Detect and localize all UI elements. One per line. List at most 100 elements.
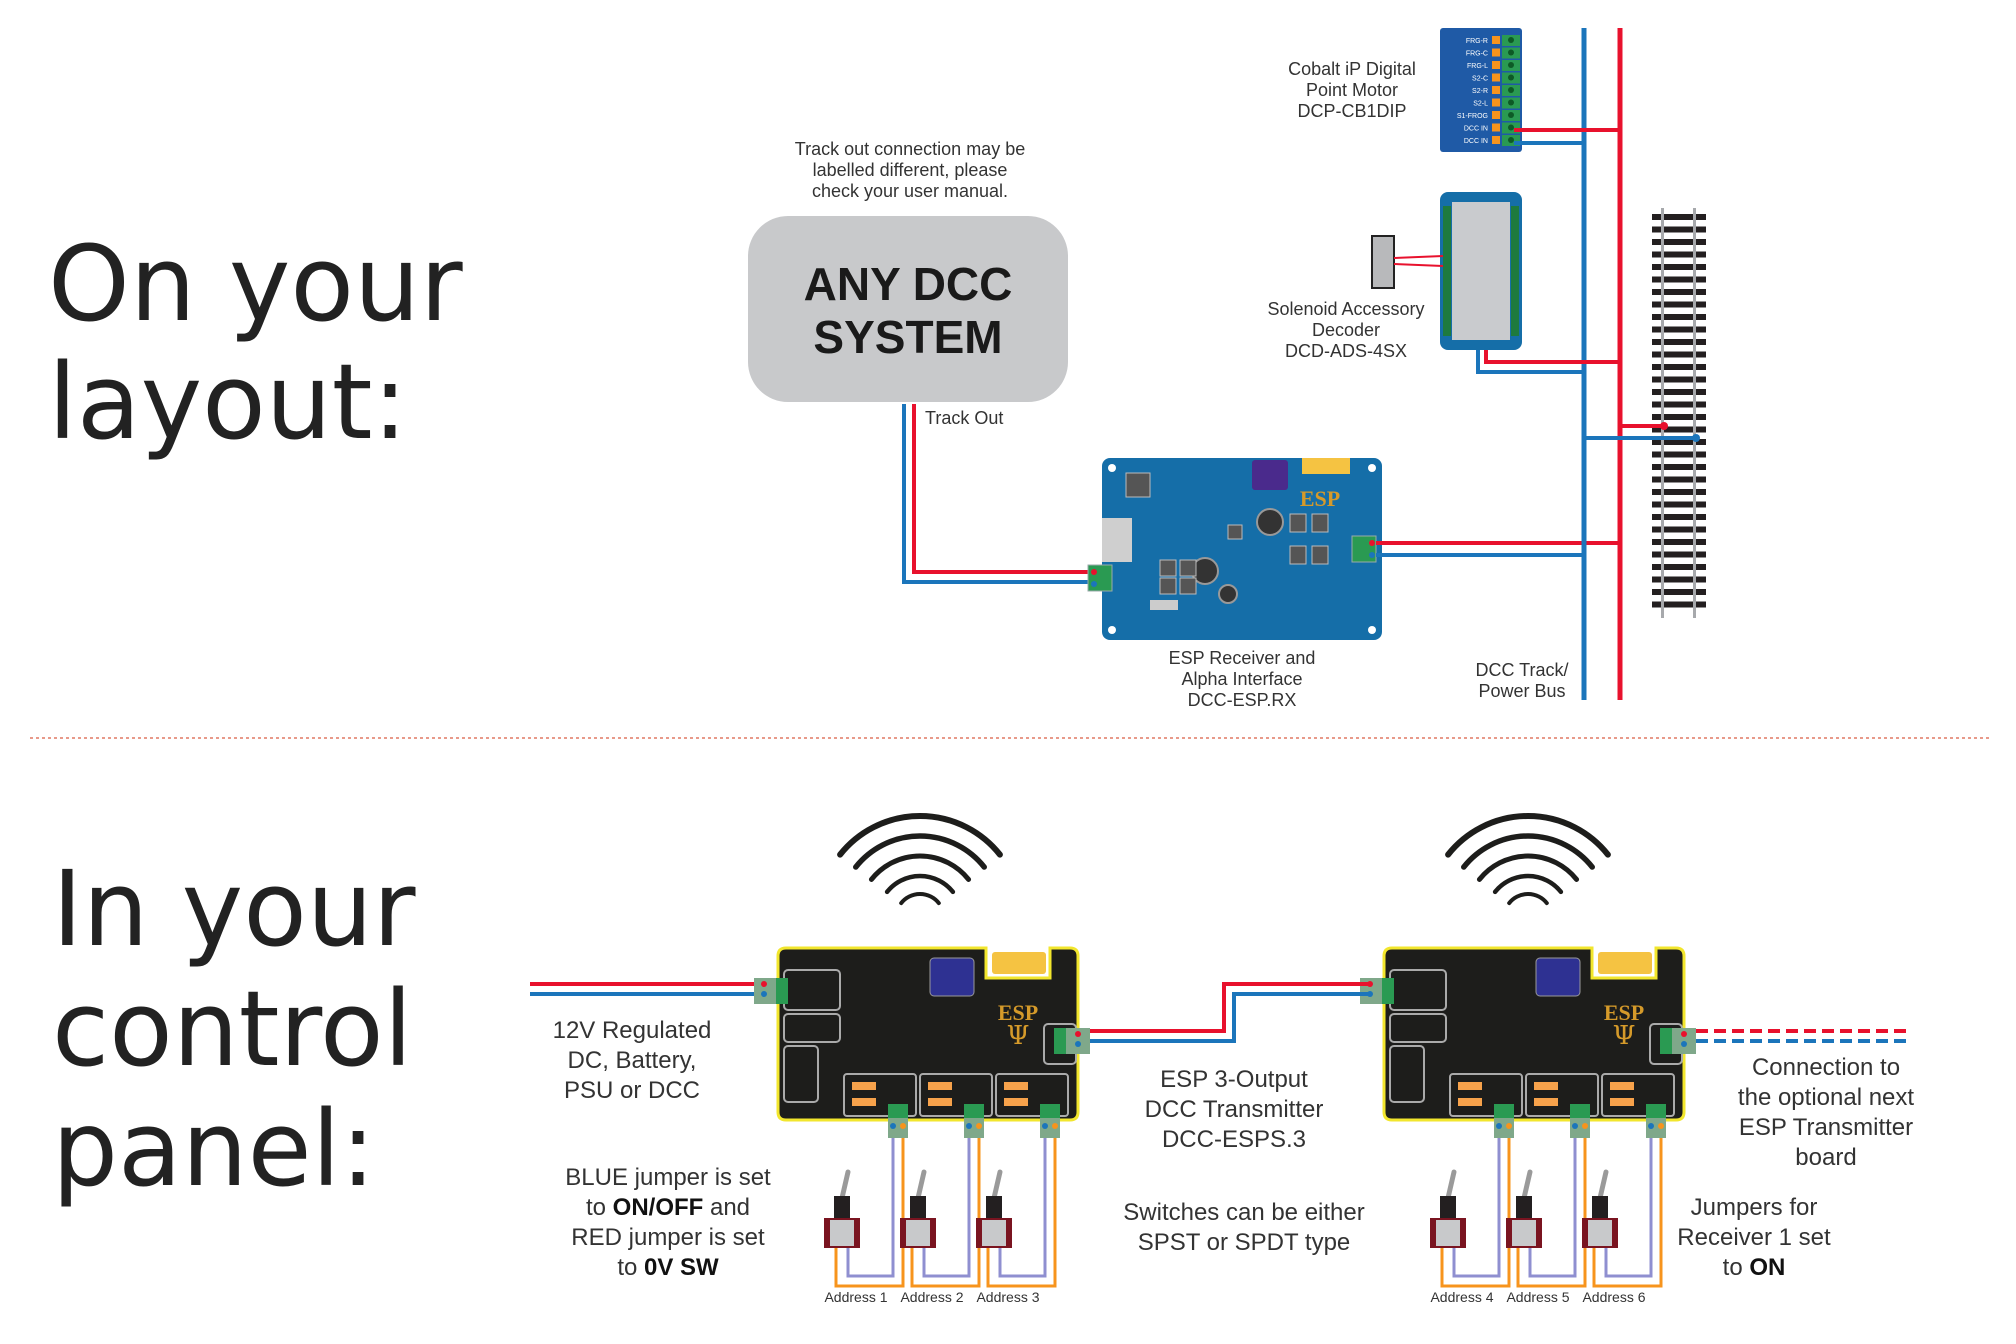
terminal-label: S2-C: [1472, 76, 1488, 83]
switch-wire-purple: [1528, 1138, 1577, 1278]
terminal-label: DCC IN: [1464, 138, 1488, 145]
address-label: Address 2: [900, 1289, 963, 1305]
track-feed-wires: [1584, 422, 1700, 442]
terminal-screw: [1492, 136, 1500, 144]
track-sleeper: [1652, 364, 1706, 370]
output-block: [1601, 1073, 1675, 1117]
terminal-dot: [1367, 981, 1373, 987]
switch-lever: [1521, 1169, 1533, 1201]
terminal-dot: [1496, 1123, 1502, 1129]
jumper: [1610, 1098, 1634, 1106]
component-block: [1389, 1045, 1425, 1103]
terminal-dot: [1681, 1031, 1687, 1037]
jumper-note-line: to 0V SW: [617, 1254, 719, 1281]
address-label: Address 6: [1582, 1289, 1645, 1305]
solenoid-decoder-wires: [1476, 350, 1620, 374]
output-terminal: [1646, 1104, 1666, 1118]
inter-board-wires: [1090, 982, 1368, 1043]
switch-lever: [1597, 1169, 1609, 1201]
track-sleeper: [1652, 464, 1706, 470]
transmitter-label-line: DCC-ESPS.3: [1162, 1126, 1306, 1153]
point-motor-label-line: DCP-CB1DIP: [1297, 101, 1406, 121]
track-sleeper: [1652, 551, 1706, 558]
track-sleeper: [1652, 401, 1706, 408]
terminal-hole: [1508, 112, 1514, 118]
track-sleeper: [1652, 289, 1706, 295]
switch-face: [1436, 1220, 1460, 1246]
power-input-label-line: DC, Battery,: [568, 1047, 697, 1074]
solenoid-decoder-label: Solenoid Accessory Decoder DCD-ADS-4SX: [1267, 299, 1424, 361]
jumper: [1004, 1082, 1028, 1090]
esp-module: [929, 957, 975, 997]
jumper: [928, 1098, 952, 1106]
track-sleeper: [1652, 576, 1706, 583]
switch-face: [906, 1220, 930, 1246]
switch-wire-orange: [1592, 1138, 1663, 1288]
switch-face: [830, 1220, 854, 1246]
next-board-label-line: board: [1795, 1144, 1856, 1171]
esp-logo-psi: Ψ: [1007, 1021, 1030, 1051]
terminal-hole: [1508, 37, 1514, 43]
note-line: labelled different, please: [813, 160, 1008, 180]
terminal-screw: [1492, 86, 1500, 94]
terminal-dot: [1658, 1123, 1664, 1129]
track-rail: [1693, 208, 1696, 618]
terminal-screw: [1492, 123, 1500, 132]
component-block: [783, 1045, 819, 1103]
switch-bushing: [986, 1196, 1002, 1218]
pcb-body: [1382, 946, 1686, 1122]
track-sleeper: [1652, 451, 1706, 458]
terminal-label: S1-FROG: [1457, 113, 1488, 120]
power-input-label: 12V Regulated DC, Battery, PSU or DCC: [553, 1017, 712, 1104]
esp-logo: ESP: [998, 1000, 1038, 1025]
track-sleeper: [1652, 564, 1706, 570]
jumper-note-line: to ON: [1723, 1254, 1786, 1281]
terminal-dot: [761, 991, 767, 997]
jumper-note-right: Jumpers for Receiver 1 set to ON: [1677, 1194, 1831, 1281]
jumper: [852, 1098, 876, 1106]
terminal-dot: [966, 1123, 972, 1129]
dcc-system-box: ANY DCC SYSTEM: [748, 216, 1068, 402]
point-motor-label-line: Cobalt iP Digital: [1288, 59, 1416, 79]
heading-line: control: [52, 968, 413, 1090]
terminal-hole: [1508, 137, 1514, 143]
wireless-arc: [1461, 833, 1595, 870]
switch-wire-orange: [834, 1138, 905, 1288]
power-input-wires: [530, 982, 760, 996]
jumper-note-line: BLUE jumper is set: [565, 1164, 771, 1191]
antenna-chip: [992, 952, 1046, 974]
terminal-screw: [1492, 36, 1500, 44]
heading-line: layout:: [48, 341, 408, 463]
heading-line: In your: [52, 848, 416, 970]
output-block: [995, 1073, 1069, 1117]
switch-lever: [1445, 1169, 1457, 1201]
wireless-arc: [1476, 853, 1580, 882]
switch-bushing: [910, 1196, 926, 1218]
dcc-system-title: ANY DCC: [804, 258, 1013, 310]
terminal-hole: [1508, 124, 1514, 131]
terminal-dot: [1681, 1041, 1687, 1047]
switch-lever: [915, 1169, 927, 1201]
next-board-label-line: the optional next: [1738, 1084, 1914, 1111]
terminal-dot: [1367, 991, 1373, 997]
jumper-note-line: Jumpers for: [1691, 1194, 1818, 1221]
switch-wire-purple: [846, 1138, 895, 1278]
terminal-label: S2-L: [1473, 101, 1488, 108]
terminal-screw: [1492, 98, 1500, 107]
switch-wire-purple: [1604, 1138, 1653, 1278]
esp-module: [1535, 957, 1581, 997]
jumper: [852, 1082, 876, 1090]
track-sleeper: [1652, 376, 1706, 383]
output-terminal: [888, 1104, 908, 1118]
terminal-screw: [1492, 111, 1500, 119]
jumper: [928, 1082, 952, 1090]
transmitter-label-line: DCC Transmitter: [1145, 1096, 1324, 1123]
terminal-dot: [1506, 1123, 1512, 1129]
jumper-note-line: to ON/OFF and: [586, 1194, 750, 1221]
heading-line: panel:: [52, 1088, 376, 1210]
track-sleeper: [1652, 351, 1706, 358]
